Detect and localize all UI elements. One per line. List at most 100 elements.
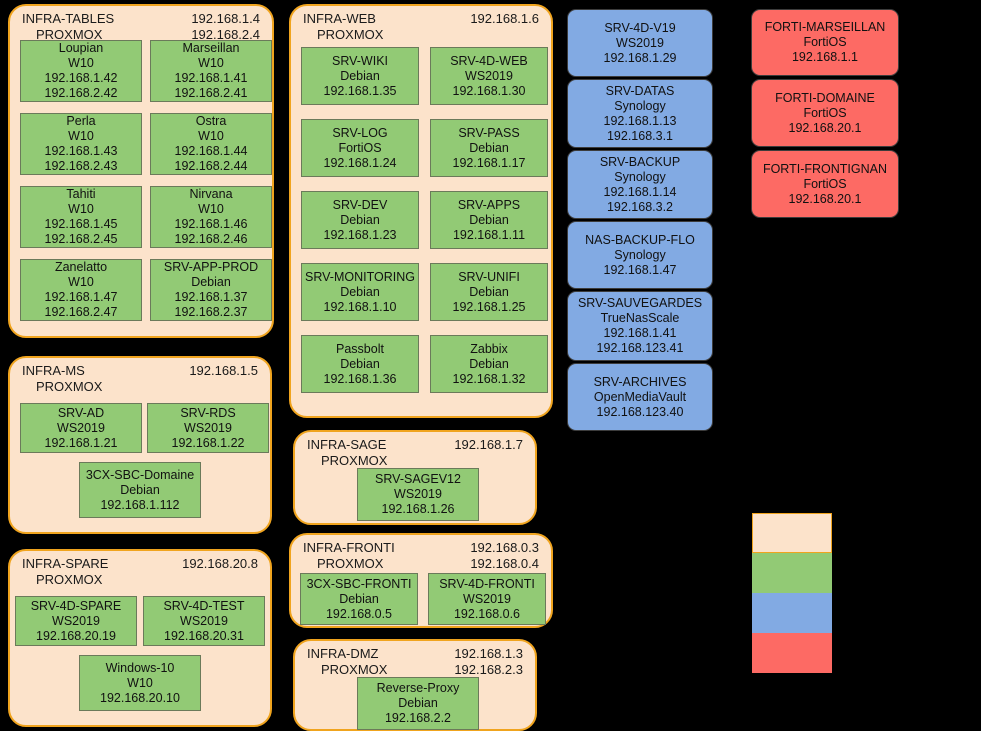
storage-node-box[interactable]: SRV-4D-V19 WS2019 192.168.1.29 — [567, 9, 713, 77]
node-ip: 192.168.123.40 — [596, 404, 684, 419]
node-name: 3CX-SBC-Domaine — [85, 467, 195, 482]
node-box[interactable]: Passbolt Debian 192.168.1.36 — [301, 335, 419, 393]
node-ip: 192.168.1.22 — [171, 435, 245, 450]
node-ip: 192.168.1.45 — [44, 217, 118, 231]
node-box[interactable]: 3CX-SBC-FRONTI Debian 192.168.0.5 — [300, 573, 418, 625]
node-os: Debian — [340, 68, 380, 83]
node-box[interactable]: Zabbix Debian 192.168.1.32 — [430, 335, 548, 393]
node-ip: 192.168.20.1 — [788, 191, 862, 206]
node-box[interactable]: Marseillan W10 192.168.1.41 192.168.2.41 — [150, 40, 272, 102]
node-box[interactable]: Nirvana W10 192.168.1.46 192.168.2.46 — [150, 186, 272, 248]
node-os: WS2019 — [57, 420, 105, 435]
node-ip: 192.168.0.6 — [453, 606, 521, 621]
group-header: INFRA-SAGE PROXMOX — [307, 437, 387, 469]
storage-node-box[interactable]: NAS-BACKUP-FLO Synology 192.168.1.47 — [567, 221, 713, 289]
firewall-node-box[interactable]: FORTI-MARSEILLAN FortiOS 192.168.1.1 — [751, 9, 899, 76]
group-platform: PROXMOX — [36, 27, 103, 42]
node-box[interactable]: SRV-UNIFI Debian 192.168.1.25 — [430, 263, 548, 321]
node-ip: 192.168.1.42 — [44, 71, 118, 85]
node-name: SRV-WIKI — [331, 53, 389, 68]
group-infra-web[interactable]: INFRA-WEB PROXMOX 192.168.1.6 SRV-WIKI D… — [289, 4, 553, 418]
storage-node-box[interactable]: SRV-DATAS Synology 192.168.1.13 192.168.… — [567, 79, 713, 148]
group-name: INFRA-WEB — [303, 11, 376, 26]
group-ip-list: 192.168.20.8 — [182, 556, 258, 572]
group-infra-dmz[interactable]: INFRA-DMZ PROXMOX 192.168.1.3 192.168.2.… — [293, 639, 537, 731]
storage-node-box[interactable]: SRV-BACKUP Synology 192.168.1.14 192.168… — [567, 150, 713, 219]
node-box[interactable]: SRV-DEV Debian 192.168.1.23 — [301, 191, 419, 249]
node-box[interactable]: Windows-10 W10 192.168.20.10 — [79, 655, 201, 711]
node-os: Synology — [614, 247, 666, 262]
node-box[interactable]: SRV-4D-FRONTI WS2019 192.168.0.6 — [428, 573, 546, 625]
node-ip: 192.168.1.23 — [323, 227, 397, 242]
node-ip: 192.168.1.30 — [452, 83, 526, 98]
node-os: Synology — [614, 98, 666, 113]
node-ip: 192.168.2.41 — [174, 86, 248, 100]
legend-swatch-virtual-machine — [752, 553, 832, 593]
group-name: INFRA-FRONTI — [303, 540, 395, 555]
group-header: INFRA-MS PROXMOX — [22, 363, 102, 395]
node-box[interactable]: SRV-4D-SPARE WS2019 192.168.20.19 — [15, 596, 137, 646]
node-ip: 192.168.1.36 — [323, 371, 397, 386]
group-platform: PROXMOX — [321, 662, 388, 677]
group-infra-sage[interactable]: INFRA-SAGE PROXMOX 192.168.1.7 SRV-SAGEV… — [293, 430, 537, 525]
node-ip: 192.168.1.37 — [174, 290, 248, 304]
node-box[interactable]: SRV-AD WS2019 192.168.1.21 — [20, 403, 142, 453]
node-name: SRV-UNIFI — [458, 269, 520, 284]
firewall-node-box[interactable]: FORTI-FRONTIGNAN FortiOS 192.168.20.1 — [751, 150, 899, 218]
group-infra-spare[interactable]: INFRA-SPARE PROXMOX 192.168.20.8 SRV-4D-… — [8, 549, 272, 727]
node-os: FortiOS — [803, 176, 847, 191]
firewall-node-box[interactable]: FORTI-DOMAINE FortiOS 192.168.20.1 — [751, 79, 899, 147]
group-header: INFRA-SPARE PROXMOX — [22, 556, 108, 588]
group-ip: 192.168.2.3 — [454, 662, 523, 677]
node-ip: 192.168.0.5 — [325, 606, 393, 621]
node-box[interactable]: SRV-MONITORING Debian 192.168.1.10 — [301, 263, 419, 321]
node-box[interactable]: SRV-APPS Debian 192.168.1.11 — [430, 191, 548, 249]
group-ip: 192.168.20.8 — [182, 556, 258, 571]
group-platform: PROXMOX — [317, 27, 384, 42]
node-box[interactable]: SRV-4D-WEB WS2019 192.168.1.30 — [430, 47, 548, 105]
node-name: FORTI-FRONTIGNAN — [762, 161, 888, 176]
node-box[interactable]: Loupian W10 192.168.1.42 192.168.2.42 — [20, 40, 142, 102]
group-infra-ms[interactable]: INFRA-MS PROXMOX 192.168.1.5 SRV-AD WS20… — [8, 356, 272, 534]
group-platform: PROXMOX — [317, 556, 384, 571]
node-os: Debian — [469, 140, 509, 155]
node-box[interactable]: SRV-LOG FortiOS 192.168.1.24 — [301, 119, 419, 177]
node-box[interactable]: Tahiti W10 192.168.1.45 192.168.2.45 — [20, 186, 142, 248]
node-name: SRV-MONITORING — [305, 269, 415, 284]
storage-node-box[interactable]: SRV-ARCHIVES OpenMediaVault 192.168.123.… — [567, 363, 713, 431]
node-box[interactable]: Ostra W10 192.168.1.44 192.168.2.44 — [150, 113, 272, 175]
group-header: INFRA-WEB PROXMOX — [303, 11, 383, 43]
group-ip: 192.168.1.6 — [470, 11, 539, 26]
group-platform: PROXMOX — [36, 572, 103, 587]
node-box[interactable]: SRV-4D-TEST WS2019 192.168.20.31 — [143, 596, 265, 646]
storage-node-box[interactable]: SRV-SAUVEGARDES TrueNasScale 192.168.1.4… — [567, 291, 713, 361]
node-box[interactable]: SRV-WIKI Debian 192.168.1.35 — [301, 47, 419, 105]
node-name: Loupian — [58, 41, 104, 55]
node-os: W10 — [198, 56, 224, 70]
node-ip: 192.168.2.45 — [44, 232, 118, 246]
group-ip-list: 192.168.1.7 — [454, 437, 523, 453]
group-platform: PROXMOX — [321, 453, 388, 468]
node-box[interactable]: SRV-APP-PROD Debian 192.168.1.37 192.168… — [150, 259, 272, 321]
group-ip-list: 192.168.1.5 — [189, 363, 258, 379]
node-name: SRV-4D-V19 — [604, 20, 676, 35]
node-box[interactable]: Perla W10 192.168.1.43 192.168.2.43 — [20, 113, 142, 175]
legend-swatch-storage-nas — [752, 593, 832, 633]
group-ip: 192.168.2.4 — [191, 27, 260, 42]
node-os: FortiOS — [803, 105, 847, 120]
node-box[interactable]: Reverse-Proxy Debian 192.168.2.2 — [357, 677, 479, 730]
node-os: WS2019 — [616, 35, 664, 50]
node-box[interactable]: SRV-PASS Debian 192.168.1.17 — [430, 119, 548, 177]
group-infra-tables[interactable]: INFRA-TABLES PROXMOX 192.168.1.4 192.168… — [8, 4, 274, 338]
group-infra-fronti[interactable]: INFRA-FRONTI PROXMOX 192.168.0.3 192.168… — [289, 533, 553, 628]
node-box[interactable]: SRV-SAGEV12 WS2019 192.168.1.26 — [357, 468, 479, 521]
node-ip: 192.168.2.47 — [44, 305, 118, 319]
legend-swatch-firewall — [752, 633, 832, 673]
node-ip: 192.168.20.10 — [100, 690, 180, 705]
node-box[interactable]: SRV-RDS WS2019 192.168.1.22 — [147, 403, 269, 453]
node-box[interactable]: 3CX-SBC-Domaine Debian 192.168.1.112 — [79, 462, 201, 518]
node-box[interactable]: Zanelatto W10 192.168.1.47 192.168.2.47 — [20, 259, 142, 321]
node-name: FORTI-DOMAINE — [775, 90, 875, 105]
node-ip: 192.168.1.24 — [323, 155, 397, 170]
